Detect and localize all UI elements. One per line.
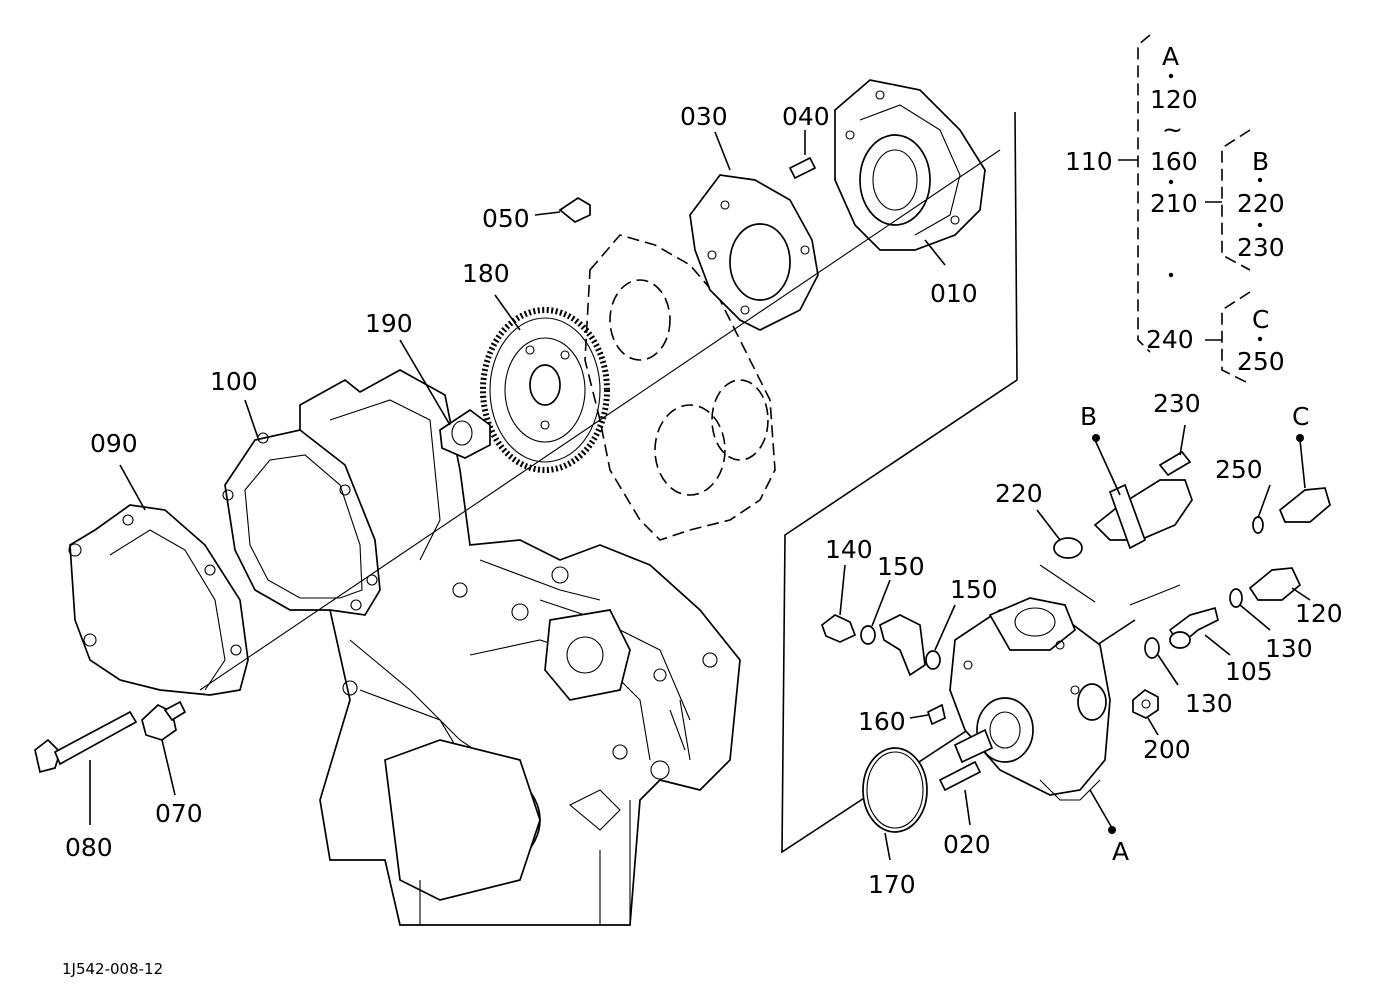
label-140: 140 — [825, 535, 873, 564]
label-200: 200 — [1143, 735, 1191, 764]
label-160: 160 — [858, 707, 906, 736]
legend-parent-110: 110 — [1065, 147, 1113, 176]
banjo-bolt-105 — [1168, 606, 1219, 649]
key-160 — [926, 703, 946, 726]
label-100: 100 — [210, 367, 258, 396]
valve-B — [1093, 479, 1193, 550]
o-ring-220 — [1053, 537, 1083, 559]
assembly-centerline — [199, 149, 1001, 691]
dowel-pin-040 — [788, 156, 817, 180]
label-050: 050 — [482, 204, 530, 233]
label-150a: 150 — [877, 552, 925, 581]
label-250: 250 — [1215, 455, 1263, 484]
o-ring-170 — [862, 747, 928, 833]
bolt-070 — [141, 700, 187, 741]
legend-a-210: 210 — [1150, 189, 1198, 218]
label-150b: 150 — [950, 575, 998, 604]
label-030: 030 — [680, 102, 728, 131]
legend-b-230: 230 — [1237, 233, 1285, 262]
label-180: 180 — [462, 259, 510, 288]
gear-case-housing — [299, 369, 741, 926]
label-070: 070 — [155, 799, 203, 828]
label-170: 170 — [868, 870, 916, 899]
part-labels: 010 020 030 040 050 070 080 090 100 105 … — [65, 102, 1343, 899]
legend-a-tilde: ~ — [1162, 115, 1183, 144]
label-020: 020 — [943, 830, 991, 859]
label-080: 080 — [65, 833, 113, 862]
label-120: 120 — [1295, 599, 1343, 628]
set-legend: 110 A 120 ~ 160 210 240 B 220 230 C 250 — [1065, 34, 1285, 385]
label-040: 040 — [782, 102, 830, 131]
ref-dot-C — [1296, 434, 1304, 442]
washer-130b — [1229, 588, 1243, 608]
o-ring-250 — [1252, 516, 1264, 534]
legend-a-240: 240 — [1146, 325, 1194, 354]
label-010: 010 — [930, 279, 978, 308]
legend-a-from: 120 — [1150, 85, 1198, 114]
gasket-100 — [222, 429, 381, 616]
ring-150b — [925, 650, 941, 670]
ring-150a — [860, 625, 876, 645]
idler-gear-180 — [480, 307, 610, 473]
label-230: 230 — [1153, 389, 1201, 418]
supply-pump-assembly — [949, 597, 1111, 801]
label-220: 220 — [995, 479, 1043, 508]
nut-200 — [1132, 688, 1159, 719]
label-ref-A: A — [1112, 837, 1129, 866]
bolt-140 — [820, 614, 857, 643]
legend-group-C: C — [1252, 305, 1269, 334]
bushing-190 — [439, 408, 491, 459]
legend-a-to: 160 — [1150, 147, 1198, 176]
bolt-050 — [558, 196, 591, 223]
washer-130a — [1144, 637, 1160, 659]
label-ref-C: C — [1292, 402, 1309, 431]
bolt-230 — [1158, 450, 1192, 477]
drawing-code: 1J542-008-12 — [62, 960, 163, 978]
plug-120 — [1248, 567, 1302, 601]
ref-dot-A — [1108, 826, 1116, 834]
legend-group-A: A — [1162, 42, 1179, 71]
bolt-080 — [34, 710, 138, 774]
stud-020 — [938, 760, 982, 792]
leader-lines — [89, 130, 1311, 861]
label-090: 090 — [90, 429, 138, 458]
legend-c-250: 250 — [1237, 347, 1285, 376]
pipe-fitting — [879, 614, 926, 677]
label-190: 190 — [365, 309, 413, 338]
label-105: 105 — [1225, 657, 1273, 686]
label-130b: 130 — [1265, 634, 1313, 663]
plate-dashed — [584, 234, 776, 541]
label-ref-B: B — [1080, 402, 1097, 431]
legend-group-B: B — [1252, 147, 1269, 176]
label-130a: 130 — [1185, 689, 1233, 718]
flange-010 — [834, 79, 986, 251]
sensor-C — [1278, 487, 1331, 523]
cover-090 — [68, 504, 249, 696]
gasket-030 — [689, 174, 819, 331]
ref-dot-B — [1092, 434, 1100, 442]
legend-b-220: 220 — [1237, 189, 1285, 218]
bracket-110 — [1137, 34, 1151, 353]
